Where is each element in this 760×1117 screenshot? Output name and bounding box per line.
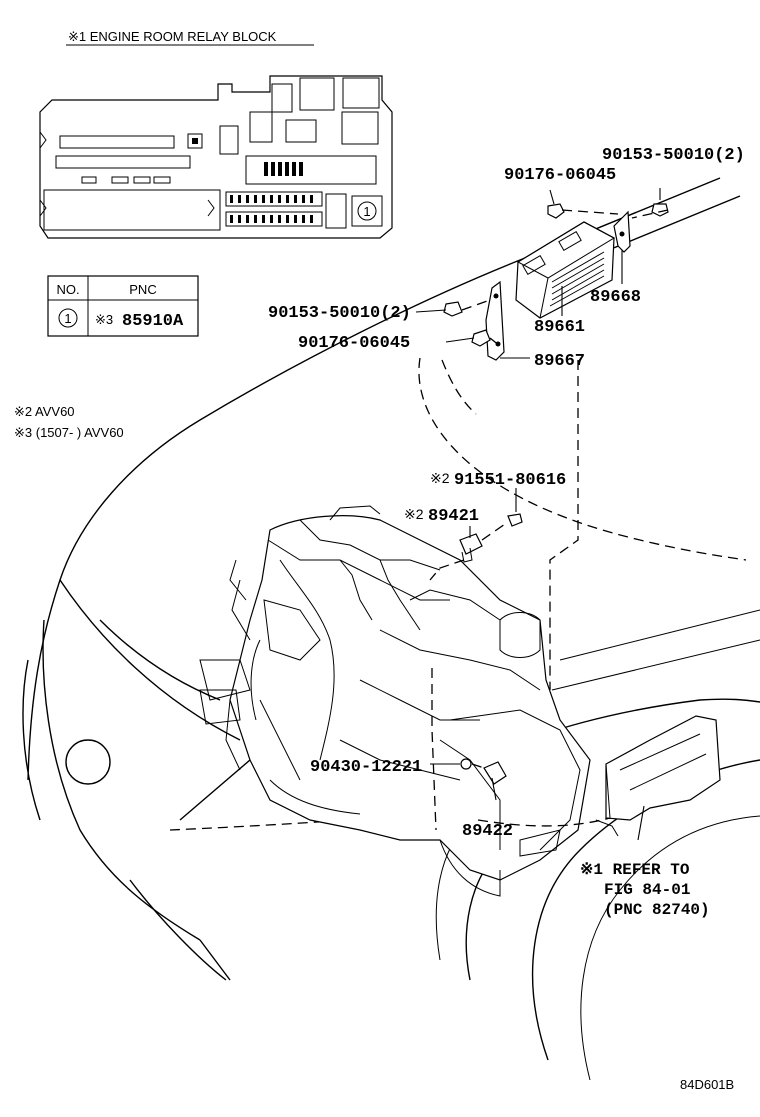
route-bolt-mid [461, 299, 491, 311]
bracket-89667 [485, 280, 505, 361]
leader-90176-top [549, 189, 555, 205]
leader-90176-mid [445, 337, 475, 343]
route-89667-engine [549, 360, 579, 690]
nut-90176-top [547, 203, 565, 219]
label-90153-50010-top: 90153-50010(2) [602, 146, 745, 165]
bolt-90153-top [651, 188, 669, 217]
route-nut-top [561, 209, 619, 215]
bracket-89668 [613, 210, 631, 253]
sensor-89421 [429, 513, 523, 581]
refer-component [595, 715, 721, 841]
engine-assembly [199, 505, 591, 897]
label-89422: 89422 [462, 822, 513, 841]
relay-block-marker-circle [357, 201, 377, 221]
label-89661: 89661 [534, 318, 585, 337]
label-89421-note: ※2 [404, 506, 424, 522]
pnc-row-circle [58, 308, 78, 328]
refer-to-line2: FIG 84-01 [604, 881, 690, 899]
sensor-89422 [460, 758, 507, 801]
relay-block-marker: 1 [363, 204, 370, 219]
pnc-table-row-pnc: 85910A [122, 312, 184, 331]
label-89668: 89668 [590, 288, 641, 307]
ecu-89661 [515, 221, 616, 319]
route-bolt-top [631, 209, 669, 219]
pnc-table-row-note: ※3 [95, 312, 113, 327]
refer-to-line1: ※1 REFER TO [580, 861, 690, 879]
route-89422 [477, 817, 611, 827]
label-89421: 89421 [428, 507, 479, 526]
pnc-table: NO. PNC 1 ※3 85910A [47, 275, 199, 337]
label-90430-12221: 90430-12221 [310, 758, 422, 777]
relay-block-title: ※1 ENGINE ROOM RELAY BLOCK [68, 29, 277, 44]
note-1507-avv60: ※3 (1507- ) AVV60 [14, 425, 124, 440]
pnc-table-row-no: 1 [64, 311, 71, 326]
note-avv60: ※2 AVV60 [14, 404, 75, 419]
nut-90176-mid [471, 329, 491, 347]
label-90176-06045-mid: 90176-06045 [298, 334, 410, 353]
label-91551-note: ※2 [430, 470, 450, 486]
fog-light [65, 739, 111, 785]
label-90153-50010-mid: 90153-50010(2) [268, 304, 411, 323]
route-engine-vertical [431, 668, 437, 831]
engine-room-relay-block: 1 [39, 75, 393, 239]
figure-code: 84D601B [680, 1077, 734, 1092]
refer-to-line3: (PNC 82740) [604, 901, 710, 919]
label-90176-06045-top: 90176-06045 [504, 166, 616, 185]
route-nut-mid [489, 337, 501, 347]
pnc-table-header-no: NO. [56, 282, 79, 297]
leader-90153-mid [415, 309, 447, 313]
label-89667: 89667 [534, 352, 585, 371]
bolt-90153-mid [443, 301, 463, 317]
pnc-table-header-pnc: PNC [129, 282, 156, 297]
label-91551-80616: 91551-80616 [454, 471, 566, 490]
